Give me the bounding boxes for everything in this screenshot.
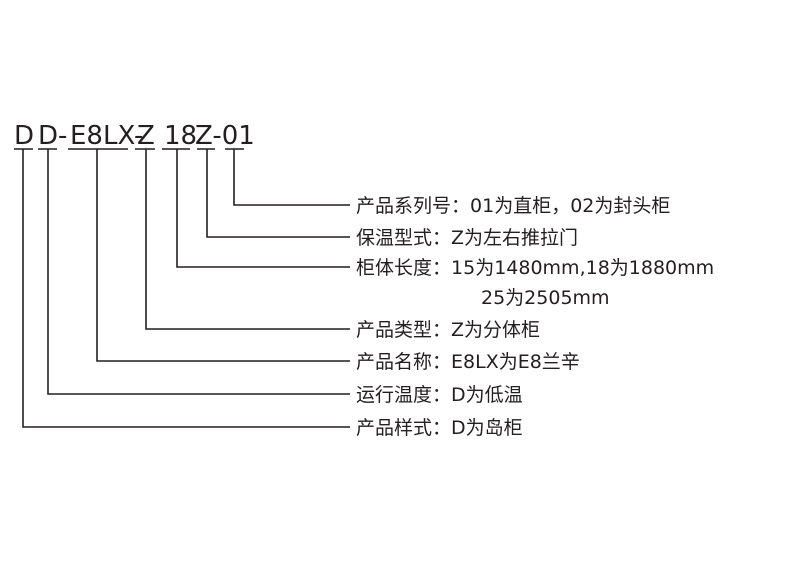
code-segment-style: D [14, 121, 34, 151]
description-length: 柜体长度：15为1480mm,18为1880mm [356, 257, 714, 279]
code-segment-series: Z-01 [195, 121, 255, 151]
code-segment-length: 18 [164, 121, 197, 151]
description-series-label: 产品系列号： [356, 195, 470, 217]
description-length-value: 15为1480mm,18为1880mm [451, 257, 714, 279]
description-name: 产品名称：E8LX为E8兰辛 [356, 351, 580, 373]
description-temperature-value: D为低温 [451, 384, 523, 406]
leader-length [176, 149, 350, 268]
leader-name [96, 149, 350, 362]
description-insulation-label: 保温型式： [356, 227, 451, 249]
leader-type [145, 149, 350, 330]
description-name-value: E8LX为E8兰辛 [451, 351, 580, 373]
description-style-label: 产品样式： [356, 417, 451, 439]
leader-temperature [47, 149, 350, 395]
code-segment-temperature: D- [38, 121, 67, 151]
description-type-label: 产品类型： [356, 319, 451, 341]
model-code: D D- E8LX- Z 18 Z-01 [14, 121, 255, 151]
description-series: 产品系列号：01为直柜，02为封头柜 [356, 195, 670, 217]
description-name-label: 产品名称： [356, 351, 451, 373]
description-insulation-value: Z为左右推拉门 [451, 227, 578, 249]
description-insulation: 保温型式：Z为左右推拉门 [356, 227, 578, 249]
code-segment-type: Z [137, 121, 155, 151]
description-series-value: 01为直柜，02为封头柜 [470, 195, 670, 217]
description-length-continued: 25为2505mm [481, 287, 610, 309]
leader-series [233, 149, 350, 206]
description-type: 产品类型：Z为分体柜 [356, 319, 540, 341]
descriptions: 产品系列号：01为直柜，02为封头柜 保温型式：Z为左右推拉门 柜体长度：15为… [356, 195, 714, 439]
leader-insulation [206, 149, 350, 238]
leader-style [22, 149, 350, 428]
description-type-value: Z为分体柜 [451, 319, 540, 341]
description-style: 产品样式：D为岛柜 [356, 417, 523, 439]
description-length-label: 柜体长度： [356, 257, 451, 279]
description-temperature: 运行温度：D为低温 [356, 384, 523, 406]
description-style-value: D为岛柜 [451, 417, 523, 439]
description-length-continued-value: 25为2505mm [481, 287, 610, 309]
leader-lines [22, 149, 350, 428]
description-temperature-label: 运行温度： [356, 384, 451, 406]
code-segment-name: E8LX- [70, 121, 143, 151]
